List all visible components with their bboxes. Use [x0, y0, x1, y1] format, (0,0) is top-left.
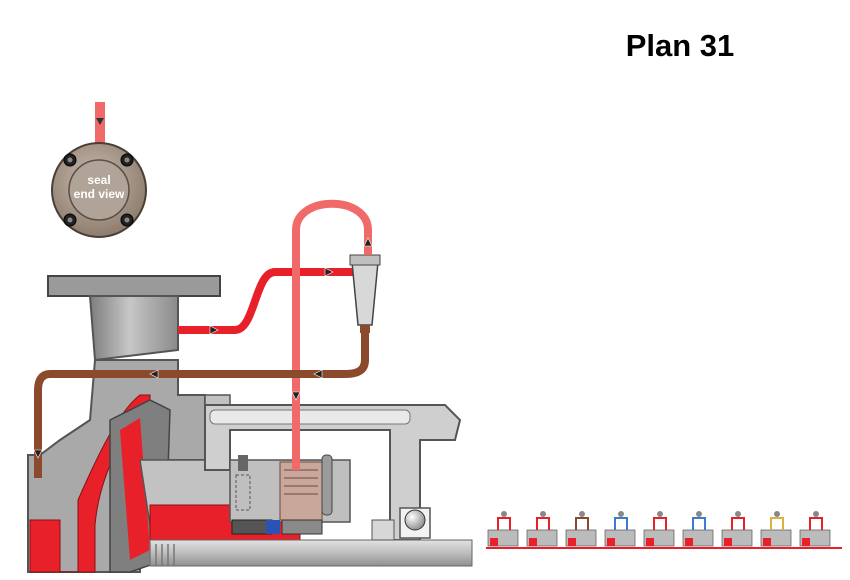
- plan-thumbnail: [721, 511, 753, 547]
- pump-plan-strip-icon: [486, 511, 842, 549]
- plan-thumbnail: [760, 511, 792, 547]
- return-line: [34, 333, 369, 478]
- plan-thumbnail: [526, 511, 558, 547]
- flow-arrow-icon: [33, 237, 373, 459]
- mechanical-seal: [229, 454, 395, 541]
- plan-thumbnail: [643, 511, 675, 547]
- bearing-icon: [399, 507, 431, 539]
- plan-thumbnail: [565, 511, 597, 547]
- seal-end-view-icon: seal end view: [51, 102, 147, 238]
- flush-line: [178, 268, 355, 334]
- page-title: Plan 31: [625, 28, 735, 63]
- cyclone-separator-icon: [349, 254, 381, 333]
- seal-view-label-line2: end view: [74, 187, 125, 201]
- pump-shaft: [149, 539, 473, 567]
- plan-thumbnail: [604, 511, 636, 547]
- plan-thumbnail: [487, 511, 519, 547]
- bearing-frame: [204, 404, 462, 541]
- plan-thumbnail: [682, 511, 714, 547]
- seal-view-label-line1: seal: [87, 173, 110, 187]
- plan-thumbnail: [799, 511, 831, 547]
- clean-flush-line: [292, 199, 372, 470]
